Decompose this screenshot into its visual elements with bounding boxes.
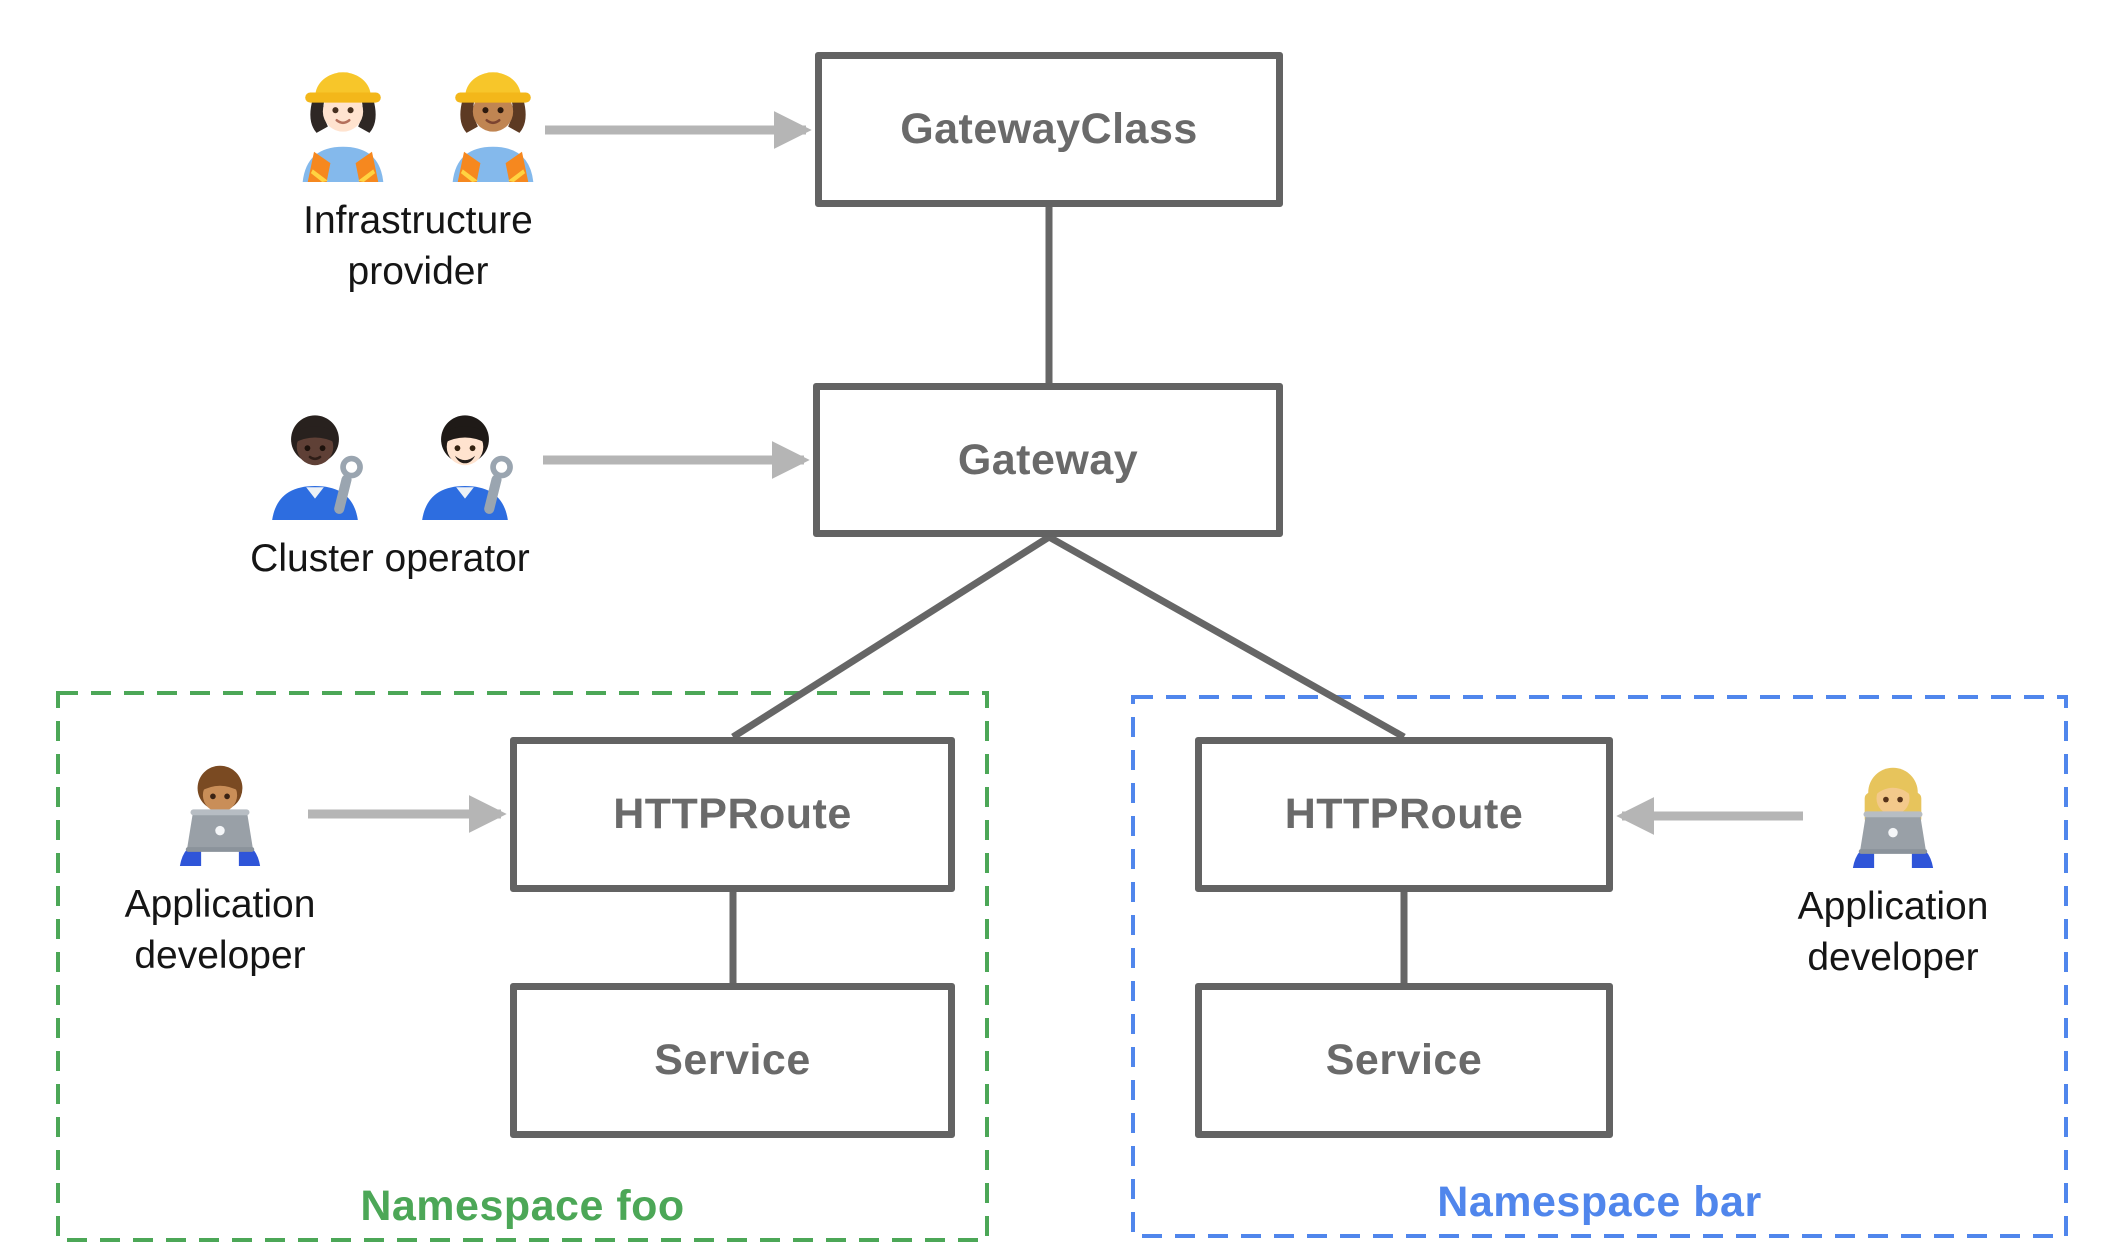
namespace-bar-label: Namespace bar bbox=[1437, 1178, 1762, 1226]
httproute-foo-node: HTTPRoute bbox=[510, 737, 955, 892]
mechanic-person-dark-icon bbox=[252, 394, 378, 520]
edge-gateway-httproute-bar bbox=[1047, 533, 1406, 741]
worker-woman-light-icon bbox=[280, 56, 406, 182]
mechanic-man-light-icon bbox=[402, 394, 528, 520]
cluster-operator-icons bbox=[252, 394, 528, 520]
infrastructure-provider-label: Infrastructure provider bbox=[303, 199, 533, 293]
infrastructure-provider-icons bbox=[280, 56, 556, 182]
technologist-woman-icon bbox=[1834, 750, 1952, 868]
httproute-bar-node: HTTPRoute bbox=[1195, 737, 1613, 892]
cluster-operator-label: Cluster operator bbox=[250, 537, 530, 580]
edge-gateway-httproute-foo bbox=[731, 534, 1051, 740]
technologist-man-icon bbox=[161, 748, 279, 866]
gateway-node: Gateway bbox=[813, 383, 1283, 537]
namespace-foo-label: Namespace foo bbox=[360, 1182, 685, 1230]
application-developer-bar-icons bbox=[1834, 750, 1952, 868]
actor-application-developer-foo: Application developer bbox=[60, 748, 380, 981]
actor-application-developer-bar: Application developer bbox=[1733, 750, 2053, 983]
gatewayclass-node: GatewayClass bbox=[815, 52, 1283, 207]
application-developer-bar-label: Application developer bbox=[1797, 885, 1989, 979]
actor-cluster-operator: Cluster operator bbox=[230, 394, 550, 585]
actor-infrastructure-provider: Infrastructure provider bbox=[258, 56, 578, 297]
application-developer-foo-label: Application developer bbox=[124, 883, 316, 977]
worker-woman-medium-icon bbox=[430, 56, 556, 182]
service-foo-node: Service bbox=[510, 983, 955, 1138]
service-bar-node: Service bbox=[1195, 983, 1613, 1138]
application-developer-foo-icons bbox=[161, 748, 279, 866]
